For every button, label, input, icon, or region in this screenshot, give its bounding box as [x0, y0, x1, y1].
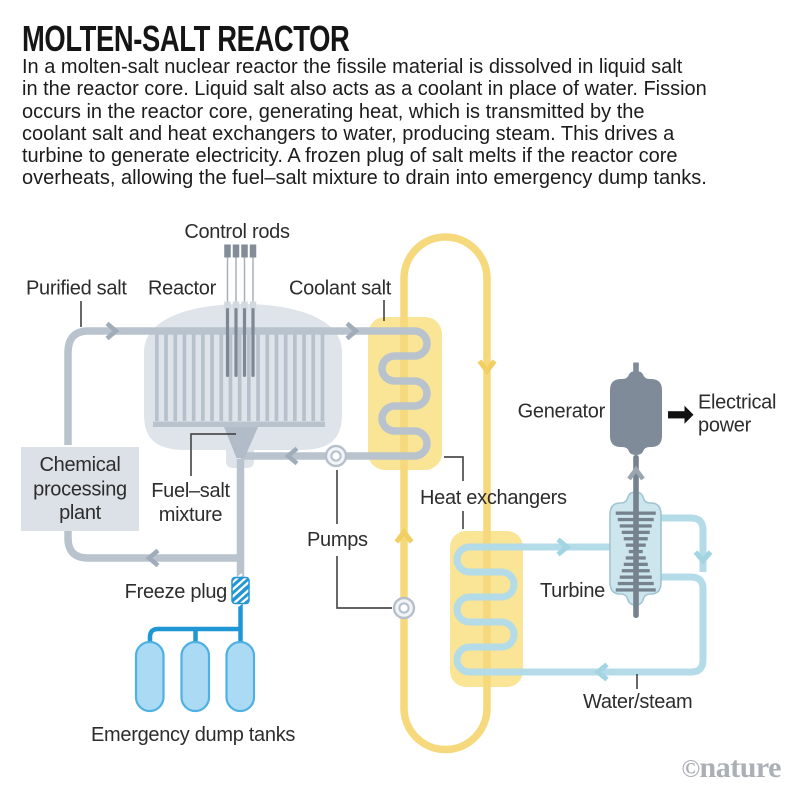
svg-text:Pumps: Pumps: [307, 529, 368, 551]
svg-text:Freeze plug: Freeze plug: [125, 581, 227, 603]
svg-text:processing: processing: [33, 479, 127, 501]
svg-text:Chemical: Chemical: [40, 454, 121, 476]
svg-text:Reactor: Reactor: [148, 278, 217, 300]
svg-text:Generator: Generator: [518, 401, 606, 423]
svg-text:Purified salt: Purified salt: [26, 278, 127, 300]
svg-text:power: power: [698, 415, 752, 437]
svg-text:Control rods: Control rods: [184, 221, 290, 243]
svg-text:mixture: mixture: [159, 504, 223, 526]
svg-text:Coolant salt: Coolant salt: [289, 278, 392, 300]
svg-text:Fuel–salt: Fuel–salt: [151, 480, 230, 502]
svg-text:plant: plant: [59, 502, 102, 524]
svg-text:Emergency dump tanks: Emergency dump tanks: [91, 724, 295, 746]
svg-text:Water/steam: Water/steam: [583, 691, 692, 713]
svg-text:Electrical: Electrical: [698, 392, 776, 414]
svg-text:Turbine: Turbine: [540, 580, 605, 602]
svg-text:©nature: ©nature: [681, 751, 781, 784]
svg-text:Heat exchangers: Heat exchangers: [420, 487, 567, 509]
